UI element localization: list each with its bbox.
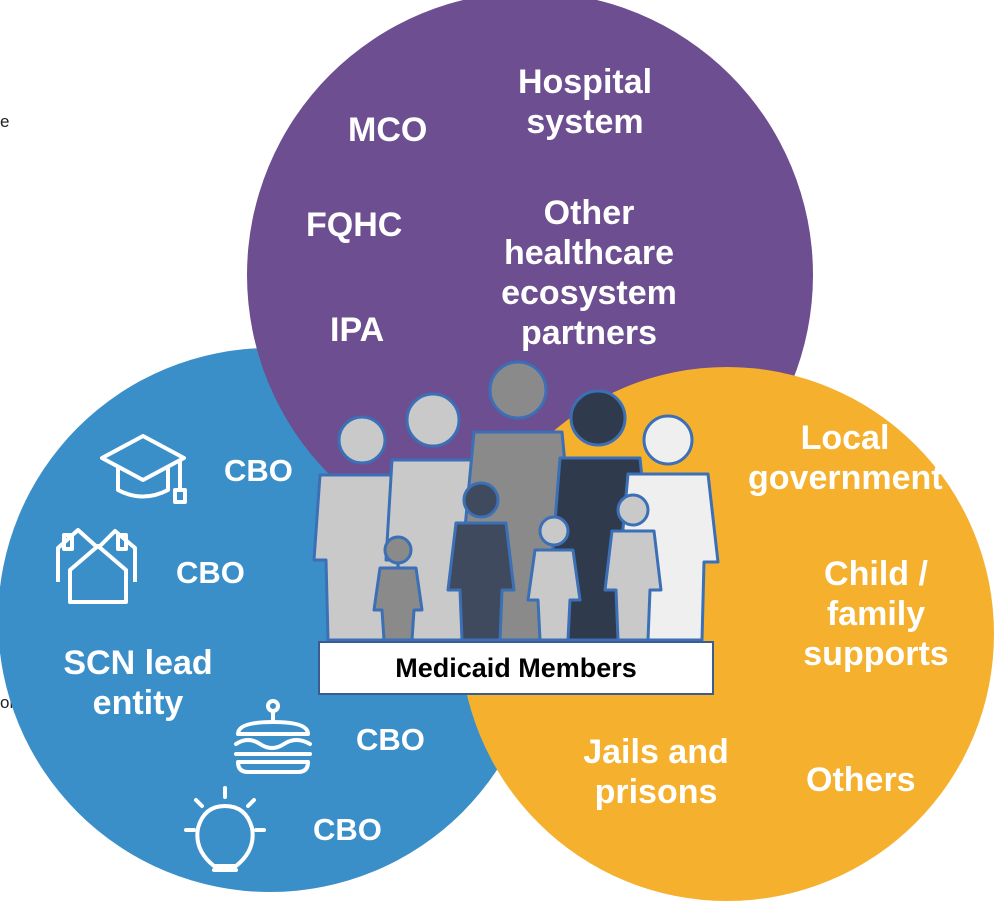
sandwich-icon xyxy=(234,699,312,774)
label-hospital-system: Hospital system xyxy=(517,63,653,142)
person-child-1 xyxy=(372,535,424,642)
label-cbo-2: CBO xyxy=(176,555,245,590)
medicaid-members-text: Medicaid Members xyxy=(395,652,637,683)
label-local-government: Local government xyxy=(748,419,943,498)
houses-icon xyxy=(56,528,137,604)
person-child-4 xyxy=(603,493,663,642)
label-cbo-3: CBO xyxy=(356,722,425,757)
label-cbo-4: CBO xyxy=(313,812,382,847)
label-other-healthcare: Other healthcare ecosystem partners xyxy=(501,194,677,353)
person-child-2 xyxy=(446,481,516,642)
label-others: Others xyxy=(806,761,916,799)
label-child-family: Child / family supports xyxy=(803,555,949,674)
label-cbo-1: CBO xyxy=(224,453,293,488)
medicaid-members-caption: Medicaid Members xyxy=(318,641,714,695)
label-mco: MCO xyxy=(348,111,428,149)
lightbulb-icon xyxy=(184,786,266,872)
label-scn-lead: SCN lead entity xyxy=(63,644,213,723)
graduation-cap-icon xyxy=(100,434,187,504)
label-ipa: IPA xyxy=(330,311,385,349)
edge-fragment-top: e xyxy=(0,112,10,131)
person-child-3 xyxy=(526,515,582,642)
label-fqhc: FQHC xyxy=(306,206,403,244)
label-jails-prisons: Jails and prisons xyxy=(583,733,729,812)
medicaid-members-figures xyxy=(312,360,720,642)
